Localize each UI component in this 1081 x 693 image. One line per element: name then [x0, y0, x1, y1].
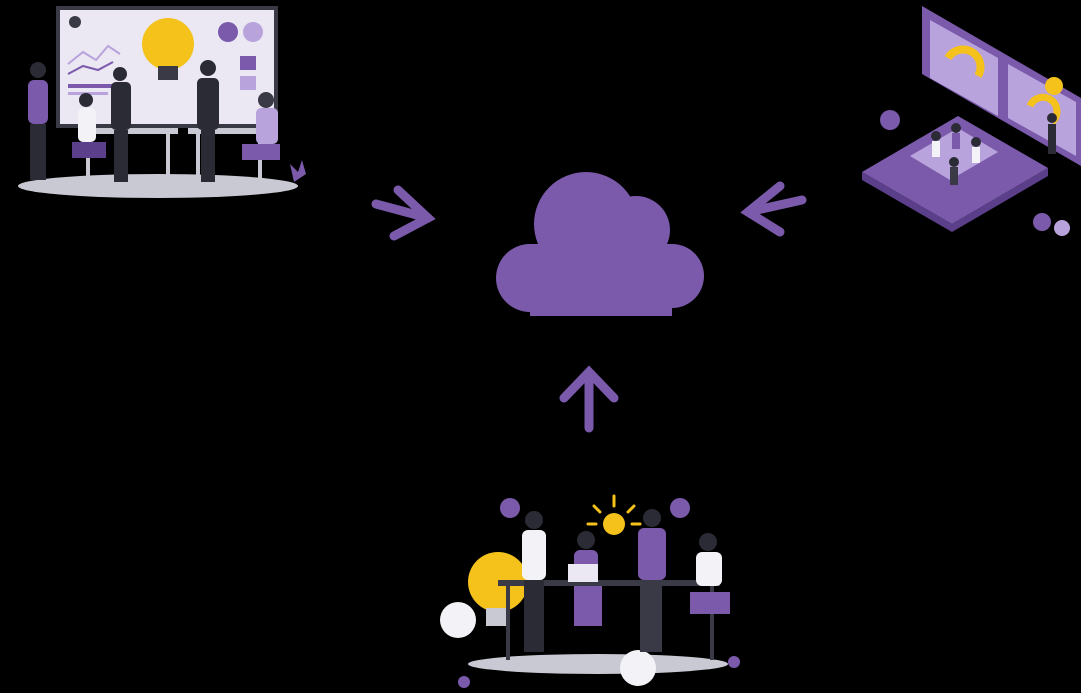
cloud-icon — [496, 172, 706, 318]
arrow-icon — [738, 178, 810, 240]
arrow-icon — [368, 182, 438, 244]
team-presentation-illustration — [8, 4, 310, 204]
isometric-dashboard-illustration — [858, 6, 1081, 240]
arrow-icon — [556, 364, 622, 436]
team-brainstorm-illustration — [428, 492, 748, 690]
